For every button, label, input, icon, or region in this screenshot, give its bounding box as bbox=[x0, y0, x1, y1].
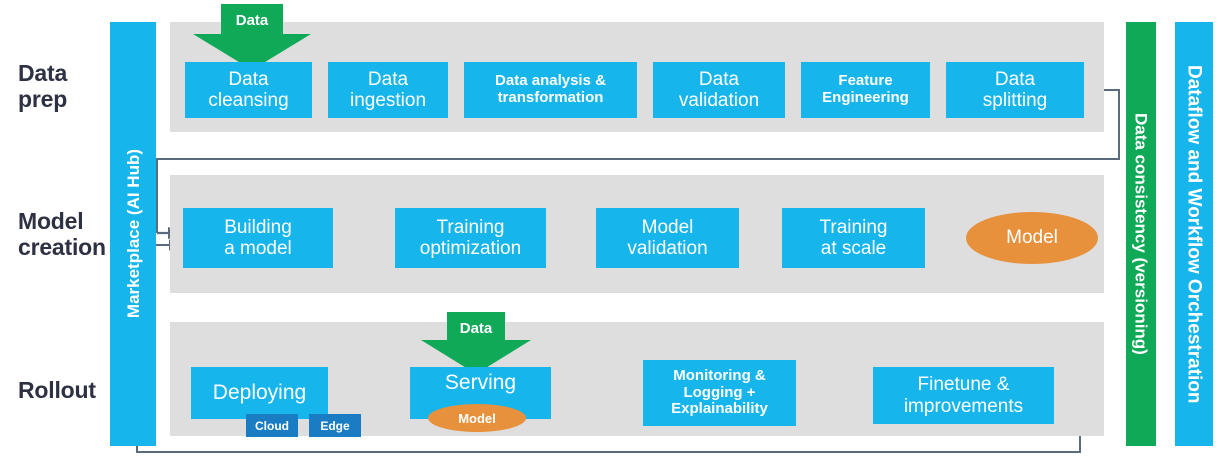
side-bar-orchestration: Dataflow and Workflow Orchestration bbox=[1175, 22, 1213, 446]
data-arrow-prep: Data bbox=[193, 4, 311, 70]
chip-cloud[interactable]: Cloud bbox=[246, 414, 298, 437]
step-feature-engineering-label: Feature Engineering bbox=[822, 72, 909, 106]
step-monitoring-logging-explainability-label: Monitoring & Logging + Explainability bbox=[671, 366, 768, 418]
step-serving-label: Serving bbox=[444, 371, 517, 394]
artifact-serving-model-label: Model bbox=[458, 410, 496, 426]
chip-cloud-label: Cloud bbox=[255, 418, 289, 433]
step-data-cleansing[interactable]: Data cleansing bbox=[185, 62, 312, 118]
side-bar-orchestration-label: Dataflow and Workflow Orchestration bbox=[1183, 64, 1205, 404]
step-model-validation[interactable]: Model validation bbox=[596, 208, 739, 268]
step-building-a-model-label: Building a model bbox=[224, 216, 292, 259]
data-arrow-serving: Data bbox=[421, 312, 531, 374]
step-deploying[interactable]: Deploying bbox=[191, 367, 328, 419]
step-data-analysis-transformation[interactable]: Data analysis & transformation bbox=[464, 62, 637, 118]
side-bar-marketplace-label: Marketplace (AI Hub) bbox=[123, 149, 143, 319]
step-training-at-scale-label: Training at scale bbox=[819, 216, 888, 259]
step-data-cleansing-label: Data cleansing bbox=[208, 68, 289, 111]
artifact-model-creation-label: Model bbox=[1006, 227, 1058, 248]
step-data-analysis-transformation-label: Data analysis & transformation bbox=[495, 72, 606, 106]
row-label-rollout: Rollout bbox=[18, 377, 96, 403]
step-training-optimization[interactable]: Training optimization bbox=[395, 208, 546, 268]
step-data-splitting[interactable]: Data splitting bbox=[946, 62, 1084, 118]
step-deploying-label: Deploying bbox=[212, 381, 307, 405]
step-monitoring-logging-explainability[interactable]: Monitoring & Logging + Explainability bbox=[643, 360, 796, 426]
step-data-validation-label: Data validation bbox=[678, 68, 760, 111]
row-label-model-creation: Model creation bbox=[18, 208, 106, 260]
row-label-data-prep: Data prep bbox=[18, 60, 68, 112]
step-training-optimization-label: Training optimization bbox=[419, 216, 522, 259]
step-model-validation-label: Model validation bbox=[627, 216, 708, 259]
artifact-model-creation: Model bbox=[966, 212, 1098, 264]
step-data-validation[interactable]: Data validation bbox=[653, 62, 785, 118]
step-training-at-scale[interactable]: Training at scale bbox=[782, 208, 925, 268]
chip-edge[interactable]: Edge bbox=[309, 414, 361, 437]
side-bar-marketplace: Marketplace (AI Hub) bbox=[110, 22, 156, 446]
step-data-splitting-label: Data splitting bbox=[982, 68, 1048, 111]
side-bar-data-consistency: Data consistency (versioning) bbox=[1126, 22, 1156, 446]
side-bar-data-consistency-label: Data consistency (versioning) bbox=[1131, 113, 1151, 355]
step-building-a-model[interactable]: Building a model bbox=[183, 208, 333, 268]
step-data-ingestion-label: Data ingestion bbox=[349, 68, 427, 111]
chip-edge-label: Edge bbox=[320, 418, 350, 433]
step-finetune-improvements-label: Finetune & improvements bbox=[903, 374, 1024, 417]
artifact-serving-model: Model bbox=[428, 404, 526, 432]
step-finetune-improvements[interactable]: Finetune & improvements bbox=[873, 367, 1054, 424]
step-data-ingestion[interactable]: Data ingestion bbox=[328, 62, 448, 118]
step-feature-engineering[interactable]: Feature Engineering bbox=[801, 62, 930, 118]
